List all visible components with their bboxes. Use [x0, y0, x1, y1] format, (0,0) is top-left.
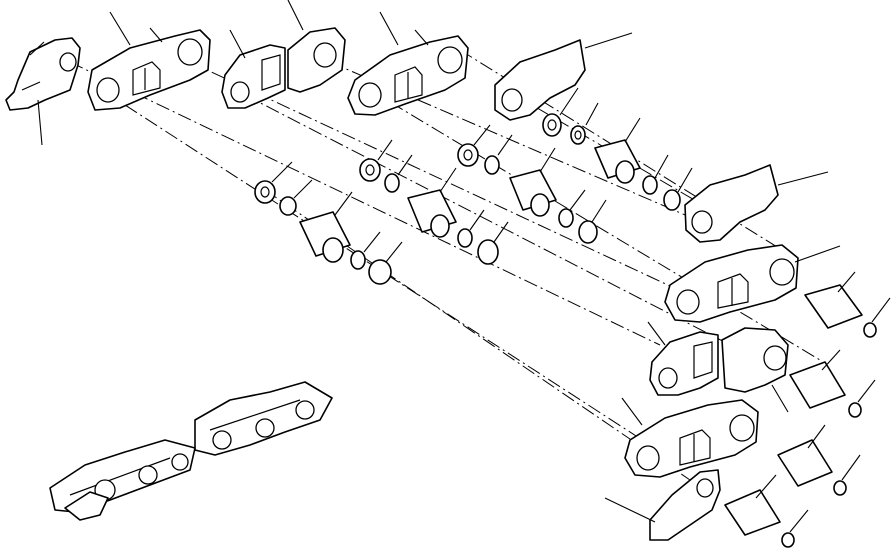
axis-line-4: [244, 94, 741, 351]
leader-line: [837, 271, 856, 293]
leader-line: [821, 349, 841, 371]
leader-line: [334, 191, 353, 216]
leader-line: [29, 41, 45, 56]
leader-line: [654, 154, 669, 179]
track-link-2: [347, 11, 469, 116]
leader-line: [473, 124, 491, 146]
track-link-4: [621, 397, 759, 478]
leader-line: [37, 99, 43, 146]
leader-line: [677, 167, 693, 193]
leader-line: [497, 134, 513, 156]
bushing-set-center: [359, 139, 509, 265]
axis-line-8: [514, 94, 721, 216]
leader-line: [794, 245, 841, 263]
leader-line: [591, 199, 607, 223]
leader-line: [569, 189, 586, 211]
shoe-plate-top-right: [494, 32, 633, 121]
leader-line: [109, 11, 131, 46]
leader-line: [624, 117, 641, 143]
pins-and-nuts: [724, 271, 891, 548]
assembled-chain-inset: [49, 381, 333, 521]
end-bracket-bottom-right: [604, 469, 721, 541]
shoe-plate-right-middle: [684, 164, 829, 243]
leader-line: [585, 102, 599, 126]
leader-line: [647, 321, 666, 346]
leader-line: [414, 29, 429, 46]
leader-line: [604, 497, 656, 523]
bushing-set-middle: [457, 124, 607, 244]
leader-line: [841, 454, 861, 481]
master-link-right: [647, 321, 789, 413]
end-bracket-top-left: [5, 37, 81, 146]
leader-line: [377, 139, 393, 161]
leader-line: [807, 424, 826, 449]
master-link-center-top: [221, 0, 346, 109]
track-link-3: [664, 244, 841, 323]
leader-line: [439, 167, 457, 193]
axis-line-3: [189, 61, 701, 301]
axis-line-1: [69, 61, 661, 346]
leader-line: [469, 209, 485, 231]
leader-line: [397, 154, 413, 176]
leader-line: [777, 171, 829, 186]
leader-line: [771, 384, 789, 413]
leader-line: [857, 379, 876, 403]
axis-line-6: [369, 89, 821, 361]
leader-line: [755, 474, 777, 499]
leader-line: [539, 147, 556, 173]
leader-line: [229, 29, 246, 59]
leader-line: [621, 397, 643, 426]
leader-line: [271, 161, 293, 183]
leader-line: [363, 231, 381, 253]
leader-line: [385, 241, 403, 263]
leader-line: [379, 11, 399, 46]
leader-line: [789, 509, 809, 533]
leader-line: [293, 179, 313, 199]
leader-line: [871, 297, 891, 323]
track-link-1: [87, 11, 211, 111]
leader-line: [584, 32, 633, 49]
leader-line: [493, 221, 509, 243]
bushing-set-left: [254, 161, 403, 285]
leader-line: [149, 27, 163, 43]
bushing-set-upper: [542, 87, 693, 211]
leader-line: [287, 0, 304, 31]
leader-line: [559, 87, 579, 116]
